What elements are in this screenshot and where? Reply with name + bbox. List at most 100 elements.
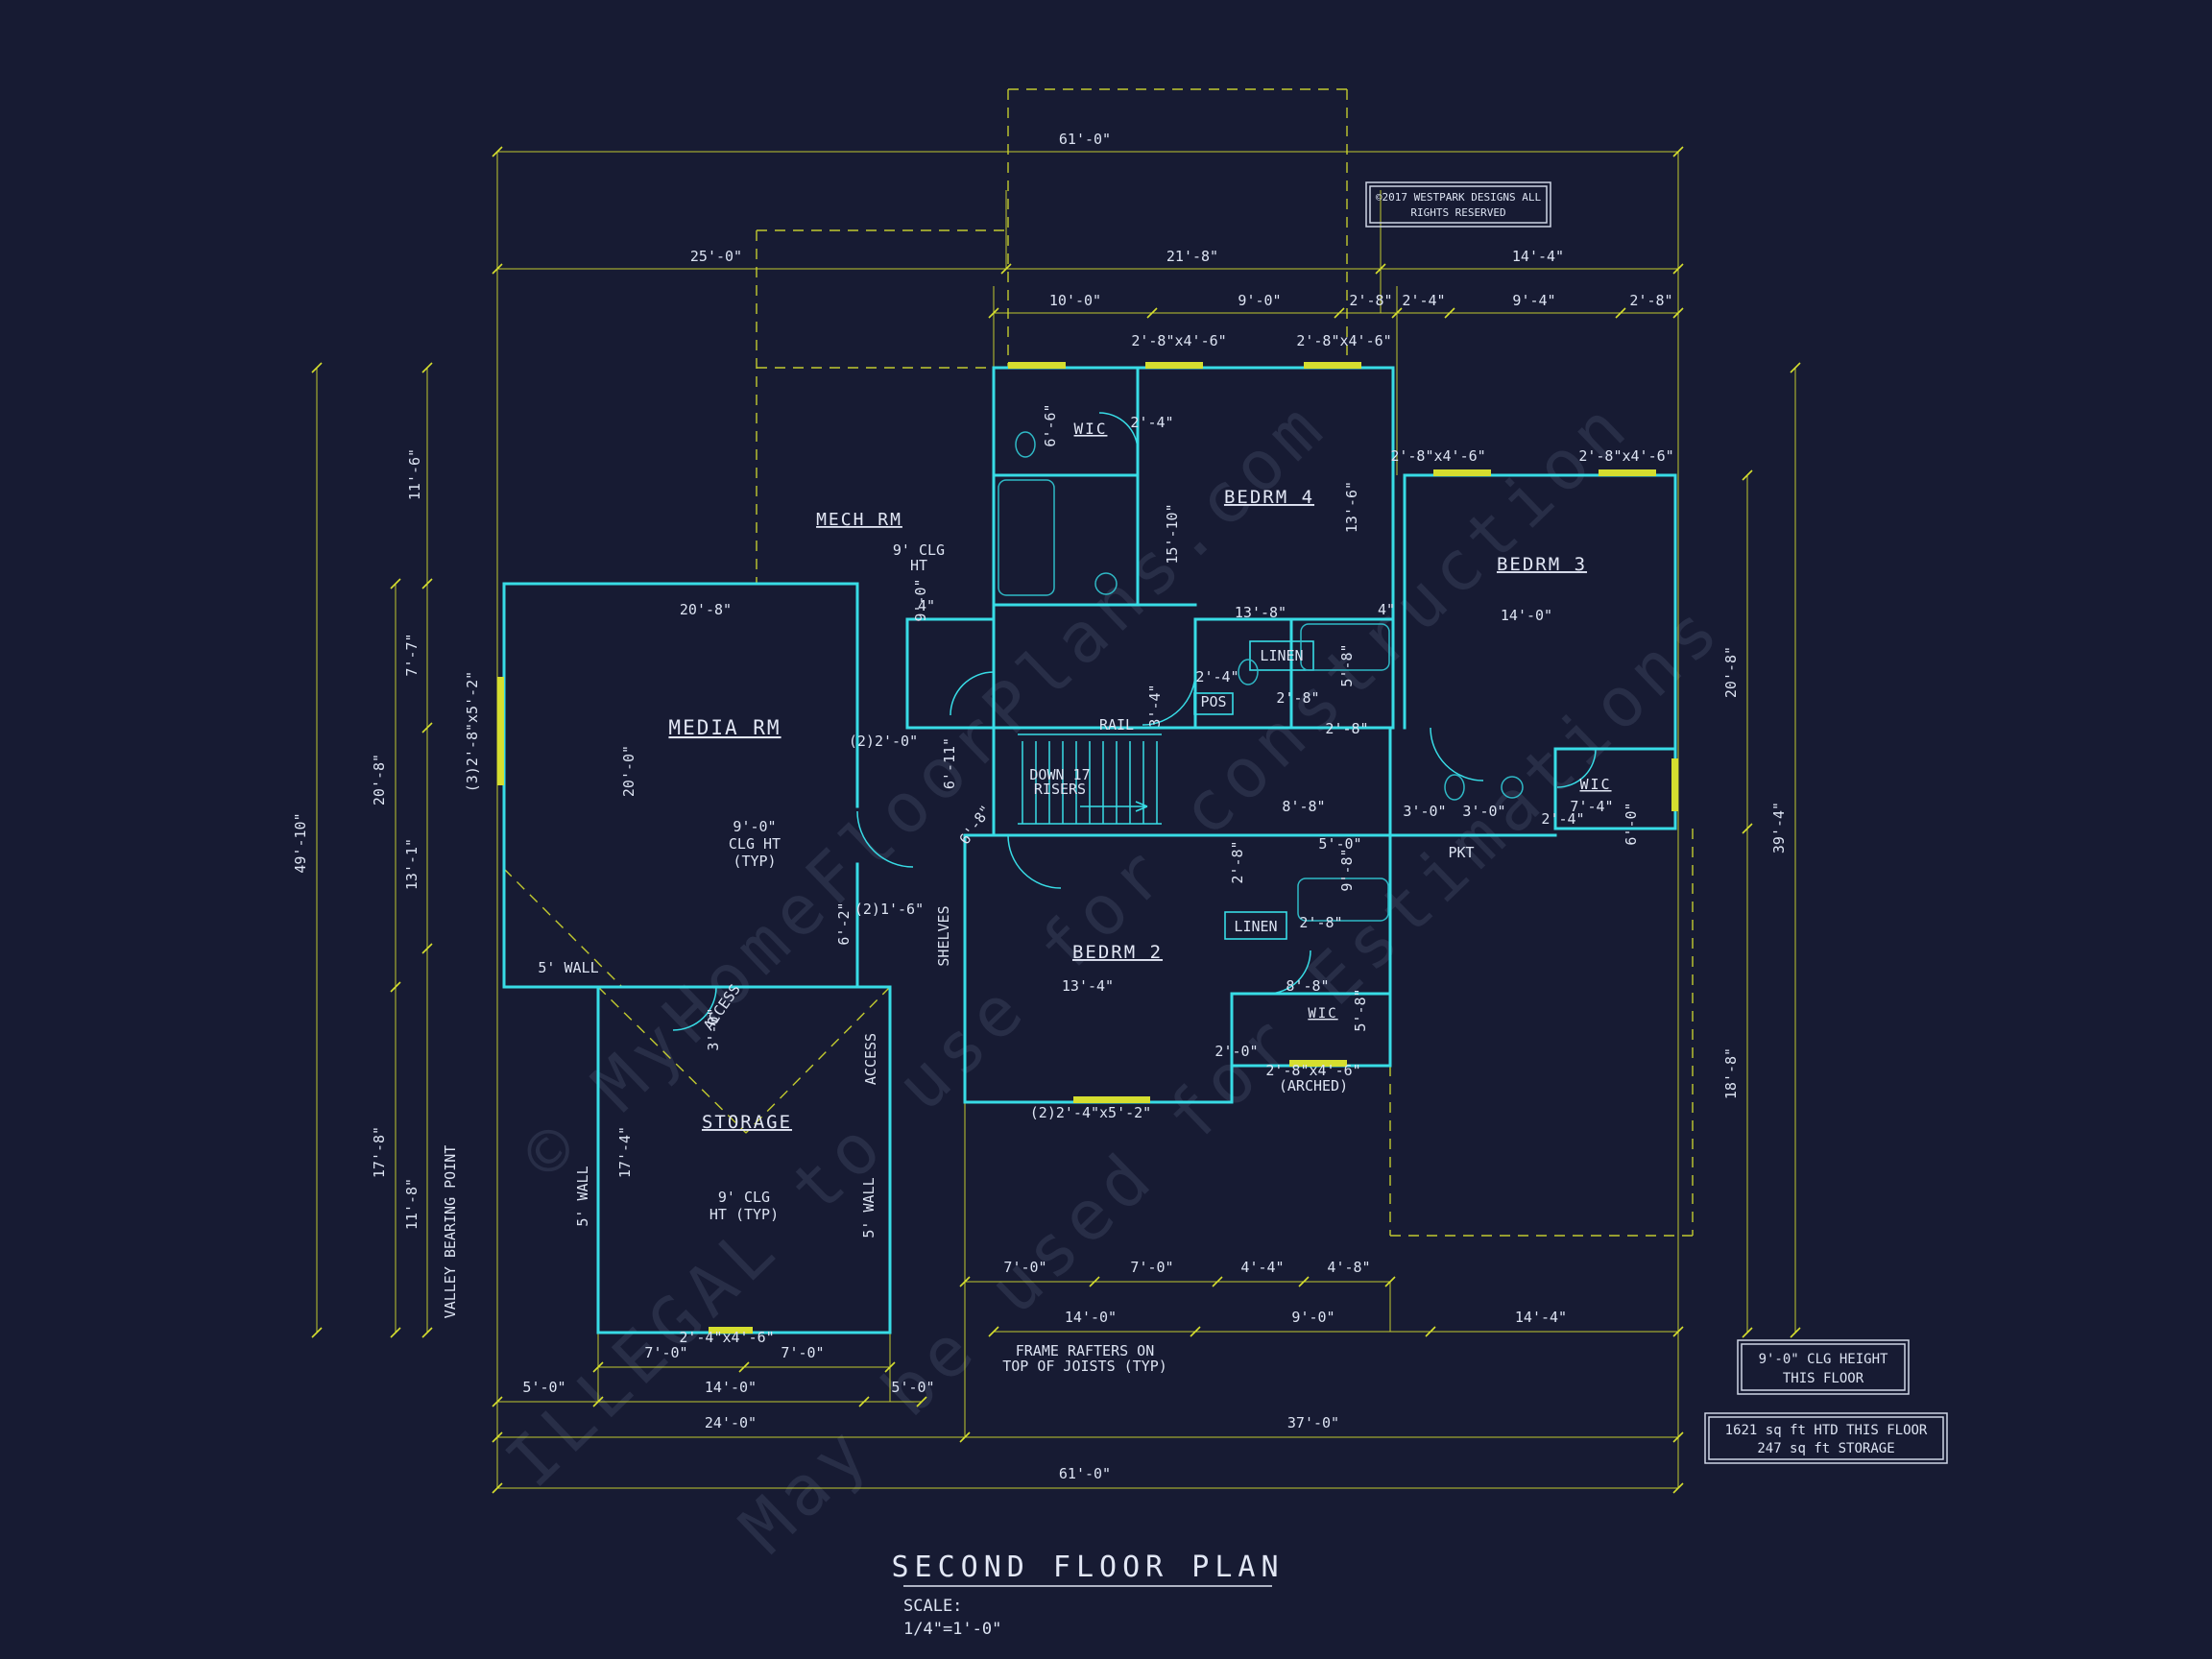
window: [709, 1327, 753, 1334]
dimension-label: 5'-0": [1318, 835, 1361, 853]
dimension-label: 20'-8": [371, 754, 388, 805]
dimension-label: 6'-11": [941, 737, 958, 789]
door-arcs: [672, 412, 1597, 1031]
dimension-label: 2'-8"x4'-6": [1131, 332, 1226, 349]
window: [1304, 362, 1361, 369]
scale-label: SCALE:: [903, 1597, 962, 1616]
window: [1599, 469, 1656, 476]
dimension-label: 2'-0": [1214, 1043, 1258, 1060]
area-line1: 1621 sq ft HTD THIS FLOOR: [1725, 1423, 1928, 1438]
dimension-label: 9'-0": [733, 818, 776, 835]
dimension-label: 2'-4": [1130, 414, 1173, 431]
linen-closet-box: [1249, 640, 1314, 671]
ceiling-box-inner-border: [1741, 1343, 1906, 1391]
dimension-label: POS: [1200, 693, 1226, 710]
dimension-label: 18'-8": [1722, 1047, 1740, 1099]
dimension-label: 2'-8"x4'-6": [1265, 1062, 1360, 1079]
dimension-label: (3)2'-8"x5'-2": [464, 671, 481, 792]
dimension-label: (2)1'-6": [854, 901, 924, 918]
dimension-label: 8'-8": [1282, 798, 1325, 815]
dimension-label: 7'-0": [1130, 1259, 1173, 1276]
dimension-label: DOWN 17: [1029, 766, 1090, 783]
ceiling-line1: 9'-0" CLG HEIGHT: [1759, 1352, 1888, 1367]
copyright-box: ©2017 WESTPARK DESIGNS ALL RIGHTS RESERV…: [1365, 181, 1551, 228]
dimension-label: SHELVES: [935, 905, 952, 966]
dimension-label: (ARCHED): [1279, 1077, 1348, 1094]
dimension-label: 5'-0": [891, 1379, 934, 1396]
dashed-construction-lines: [503, 88, 1694, 1237]
toilet-icon: [1015, 431, 1036, 458]
dimension-label: 20'-0": [620, 745, 637, 797]
dimension-label: 2'-8": [1349, 292, 1392, 309]
dimension-label: 6'-6": [1042, 403, 1059, 446]
ceiling-box-outer-border: [1737, 1339, 1910, 1395]
dimension-label: 10'-0": [1049, 292, 1101, 309]
dimension-label: 15'-10": [1164, 503, 1181, 564]
dimension-label: 9'-0": [1291, 1309, 1334, 1326]
stair-treads: [1018, 733, 1162, 825]
dimension-label: 17'-8": [371, 1126, 388, 1178]
dimension-label: 13'-1": [403, 838, 421, 890]
dimension-label: PKT: [1448, 844, 1474, 861]
dimension-label: 8'-8": [1286, 977, 1329, 995]
dimension-label: 61'-0": [1059, 1465, 1111, 1482]
dimension-label: FRAME RAFTERS ON: [1016, 1342, 1155, 1359]
dimension-label: 25'-0": [690, 248, 742, 265]
window-arched: [1289, 1060, 1347, 1067]
dimension-label: 3'-0": [705, 1007, 722, 1050]
dimension-label: 9' CLG: [718, 1189, 770, 1206]
dimension-label: 3'-4": [1146, 684, 1164, 727]
dimension-label: 61'-0": [1059, 131, 1111, 148]
dimension-label: 7'-7": [403, 633, 421, 676]
dimension-label: 2'-8": [1276, 689, 1319, 707]
window: [1433, 469, 1491, 476]
dimension-label: 14'-0": [705, 1379, 757, 1396]
dimension-label: 9'-0": [1238, 292, 1281, 309]
dimension-label: 6'-0": [1623, 802, 1640, 845]
dimension-label: 13'-6": [1343, 481, 1360, 533]
bath-fixtures: [998, 431, 1524, 922]
dimension-label: 2'-8": [1629, 292, 1672, 309]
dimension-label: 21'-8": [1166, 248, 1218, 265]
window: [1671, 758, 1678, 811]
dimension-label: 5' WALL: [538, 959, 598, 976]
room-label: BEDRM 3: [1497, 554, 1587, 575]
dimension-annotations: 61'-0" 25'-0" 21'-8" 14'-4" 10'-0" 9'-0" 2'-8"…: [292, 131, 1788, 1482]
dimension-label: 5'-8": [1352, 988, 1369, 1031]
dimension-label: 7'-0": [644, 1344, 687, 1361]
watermark-text: ILLEGAL to use for construction: [491, 383, 1646, 1503]
dimension-label: 13'-4": [1062, 977, 1114, 995]
dimension-label: 39'-4": [1770, 802, 1788, 854]
dimension-label: 7'-0": [781, 1344, 824, 1361]
dimension-label: 14'-4": [1515, 1309, 1567, 1326]
dimension-label: ACCESS: [862, 1033, 879, 1085]
drawing-title: SECOND FLOOR PLAN: [891, 1551, 1284, 1584]
area-box-outer-border: [1704, 1412, 1948, 1464]
dimension-lines: [311, 146, 1801, 1494]
dimension-label: (TYP): [733, 853, 776, 870]
windows: [497, 362, 1678, 1334]
area-line2: 247 sq ft STORAGE: [1757, 1441, 1894, 1456]
dimension-label: 4'-4": [1240, 1259, 1284, 1276]
dimension-label: 5' WALL: [574, 1166, 591, 1226]
dimension-label: TOP OF JOISTS (TYP): [1002, 1358, 1167, 1375]
stairs: [1018, 733, 1162, 825]
sink-icon: [1094, 572, 1118, 595]
bathtub-icon: [998, 479, 1055, 596]
dimension-label: 14'-0": [1501, 607, 1552, 624]
dimension-label: (2)2'-0": [849, 733, 918, 750]
dimension-label: (2)2'-4"x5'-2": [1030, 1104, 1151, 1121]
sink-icon: [1501, 776, 1524, 799]
dimension-label: 2'-8": [1229, 840, 1246, 883]
ceiling-height-box: 9'-0" CLG HEIGHT THIS FLOOR: [1737, 1339, 1910, 1395]
dimension-label: 2'-4"x4'-6": [679, 1329, 774, 1346]
dimension-label: 4": [1378, 601, 1395, 618]
dimension-label: RAIL: [1099, 716, 1134, 733]
window: [1008, 362, 1066, 369]
dimension-label: LINEN: [1234, 918, 1277, 935]
dimension-label: VALLEY BEARING POINT: [442, 1145, 459, 1319]
dimension-label: 5'-8": [1338, 643, 1356, 686]
room-label: WIC: [1308, 1006, 1337, 1022]
copyright-outer-border: [1365, 181, 1551, 228]
